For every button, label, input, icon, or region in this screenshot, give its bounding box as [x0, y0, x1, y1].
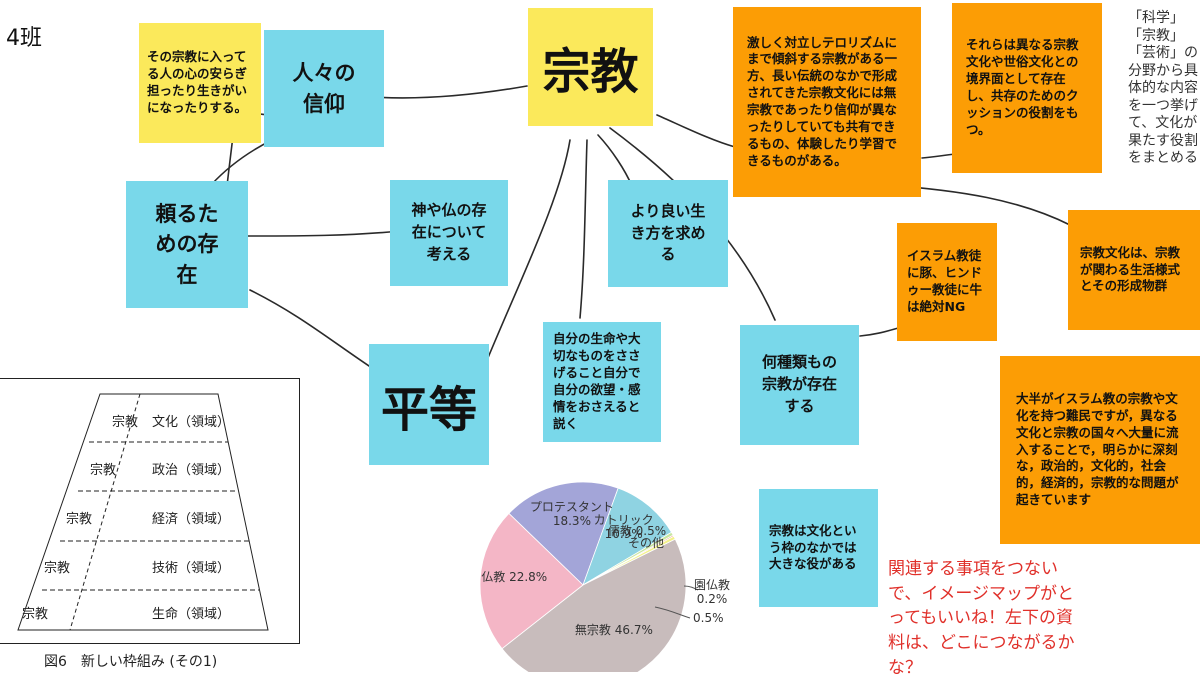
- note-sacrifice: 自分の生命や大切なものをささげること自分で自分の欲望・感情をおさえると説く: [543, 322, 661, 442]
- pyramid-row4-right: 技術（領域）: [152, 561, 231, 576]
- note-faith: 人々の 信仰: [264, 30, 384, 147]
- note-gods: 神や仏の存 在について 考える: [390, 180, 508, 286]
- pie-label-4: その他: [628, 536, 665, 551]
- note-better-life: より良い生 き方を求め る: [608, 180, 728, 287]
- note-faith-detail: その宗教に入ってる人の心の安らぎ担ったり生きがいになったりする。: [139, 23, 261, 143]
- link-center-equality: [484, 139, 571, 366]
- group-label: 4班: [6, 26, 42, 51]
- note-religion-center: 宗教: [528, 8, 653, 126]
- pyramid-row2-left: 宗教: [90, 463, 117, 478]
- link-reliance-equality: [249, 289, 373, 369]
- instruction-note: 「科学」 「宗教」 「芸術」の 分野から具 体的な内容 を一つ挙げ て、文化が …: [1128, 10, 1198, 166]
- teacher-comment: 関連する事項をつない で、イメージマップがと ってもいいね！左下の資 料は、どこ…: [888, 559, 1075, 678]
- link-center-sacrifice: [579, 139, 588, 319]
- pyramid-diagram: [17, 393, 269, 631]
- note-equality: 平等: [369, 344, 489, 465]
- pie-leader-4: [654, 606, 691, 619]
- link-center-terror: [656, 114, 736, 148]
- pie-label-percent-4: 0.5%: [693, 611, 724, 625]
- pyramid-row3-right: 経済（領域）: [152, 512, 231, 527]
- pie-leader-3: [683, 585, 699, 591]
- figure-caption: 図6 新しい枠組み (その1): [44, 654, 218, 670]
- pyramid-row4-left: 宗教: [44, 561, 71, 576]
- link-reliance-gods: [246, 230, 401, 237]
- note-framework: 宗教は文化という枠のなかでは大きな役がある: [759, 489, 878, 607]
- note-reliance: 頼るた めの存 在: [126, 181, 248, 308]
- pyramid-row1-left: 宗教: [112, 415, 139, 430]
- note-many-kinds: 何種類もの 宗教が存在 する: [740, 325, 859, 445]
- figure-frame: [0, 378, 300, 644]
- pie-slice-0: [508, 481, 619, 586]
- link-faith-center: [371, 85, 528, 99]
- pyramid-row5-left: 宗教: [22, 607, 49, 622]
- pie-slice-5: [501, 538, 687, 672]
- pyramid-row3-left: 宗教: [66, 512, 93, 527]
- pie-slice-1: [582, 487, 673, 586]
- pyramid-row1-right: 文化（領域）: [152, 415, 231, 430]
- note-refugees: 大半がイスラム教の宗教や文化を持つ難民ですが，異なる文化と宗教の国々へ大量に流入…: [1000, 356, 1200, 544]
- pie-label-5: 無宗教 46.7%: [574, 623, 653, 638]
- pie-label-6: 仏教 22.8%: [481, 569, 548, 584]
- note-islam-hindu: イスラム教徒に豚、ヒンドゥー教徒に牛は絶対NG: [897, 223, 997, 341]
- note-terrorism: 激しく対立しテロリズムにまで傾斜する宗教がある一方、長い伝統のなかで形成されてき…: [733, 7, 921, 197]
- pie-label-2: 儒教 0.5%: [607, 524, 667, 539]
- pyramid-row2-right: 政治（領域）: [152, 463, 231, 478]
- pyramid-row5-right: 生命（領域）: [152, 607, 231, 622]
- note-culture-lifestyle: 宗教文化は、宗教が関わる生活様式とその形成物群: [1068, 210, 1200, 330]
- note-cushion: それらは異なる宗教文化や世俗文化との境界面として存在し、共存のためのクッションの…: [952, 3, 1102, 173]
- pie-slice-6: [479, 512, 584, 650]
